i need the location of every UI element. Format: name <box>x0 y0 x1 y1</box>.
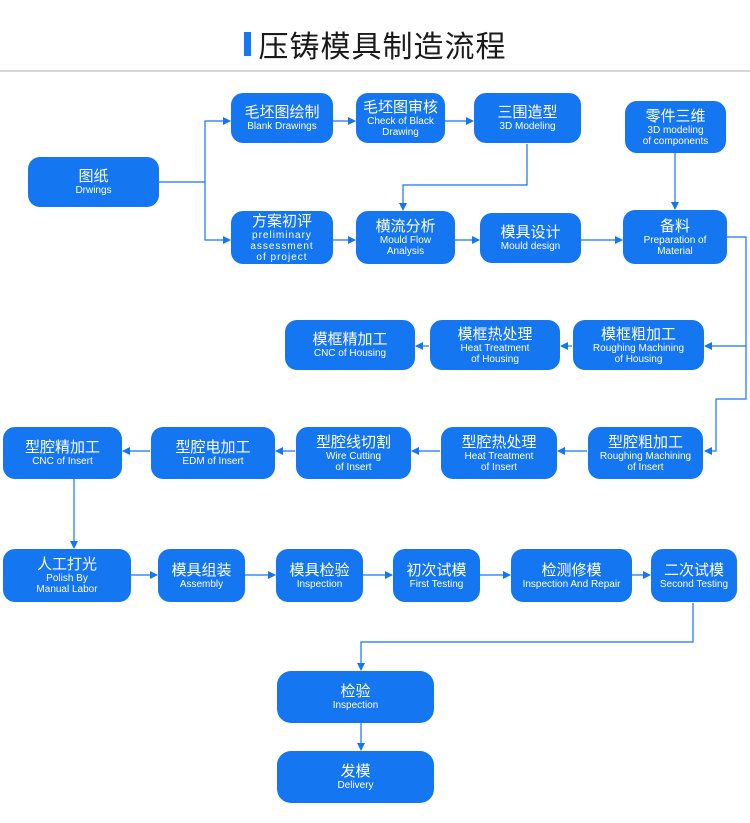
node-housing-heat: 模框热处理 Heat Treatment of Housing <box>430 320 560 370</box>
node-assembly: 模具组装 Assembly <box>158 549 245 602</box>
node-assembly-zh: 模具组装 <box>171 560 232 579</box>
arrow-housing-to-insert <box>704 346 747 455</box>
node-mould-inspection: 模具检验 Inspection <box>276 549 363 602</box>
node-delivery-en: Delivery <box>337 780 374 791</box>
node-check-black: 毛坯图审核 Check of Black Drawing <box>356 93 445 143</box>
node-mould-flow-en: Mould Flow Analysis <box>379 235 432 257</box>
node-preparation-en: Preparation of Material <box>643 234 707 257</box>
node-wire-cutting: 型腔线切割 Wire Cutting of Insert <box>296 427 411 479</box>
node-insert-heat: 型腔热处理 Heat Treatment of Insert <box>441 427 557 479</box>
node-preparation: 备料 Preparation of Material <box>623 210 727 264</box>
node-drawings: 图纸 Drwings <box>28 157 159 207</box>
node-insert-cnc-zh: 型腔精加工 <box>24 438 100 456</box>
node-drawings-zh: 图纸 <box>78 167 109 185</box>
node-first-testing-en: First Testing <box>409 578 464 590</box>
node-final-inspection-en: Inspection <box>332 700 379 711</box>
node-preliminary-zh: 方案初评 <box>251 211 312 230</box>
node-second-testing: 二次试模 Second Testing <box>651 549 737 602</box>
node-polish-en: Polish By Manual Labor <box>36 573 98 595</box>
node-housing-cnc: 模框精加工 CNC of Housing <box>285 320 415 370</box>
node-mould-design-zh: 模具设计 <box>500 223 561 241</box>
node-preliminary: 方案初评 preliminary assessment of project <box>231 211 333 264</box>
arrow-drawings-to-blank <box>204 117 231 182</box>
node-housing-roughing-zh: 模框粗加工 <box>600 324 676 343</box>
arrow-second-to-final <box>357 603 694 671</box>
node-blank-drawings-zh: 毛坯图绘制 <box>244 103 320 121</box>
node-housing-heat-zh: 模框热处理 <box>457 324 533 343</box>
node-insert-heat-en: Heat Treatment of Insert <box>464 450 534 473</box>
node-delivery: 发模 Delivery <box>277 751 434 803</box>
node-housing-roughing: 模框粗加工 Roughing Machining of Housing <box>573 320 704 370</box>
node-inspection-repair-en: Inspection And Repair <box>522 578 621 590</box>
node-housing-cnc-en: CNC of Housing <box>313 348 387 359</box>
node-insert-roughing-en: Roughing Machining of Insert <box>599 450 692 473</box>
node-housing-roughing-en: Roughing Machining of Housing <box>592 342 685 365</box>
node-3d-modeling-zh: 三围造型 <box>497 103 558 121</box>
title-bar: 压铸模具制造流程 <box>0 22 750 66</box>
node-3d-modeling: 三围造型 3D Modeling <box>474 93 581 143</box>
node-inspection-repair: 检测修模 Inspection And Repair <box>511 549 632 602</box>
node-blank-drawings: 毛坯图绘制 Blank Drawings <box>231 93 333 143</box>
node-first-testing: 初次试模 First Testing <box>393 549 480 602</box>
node-first-testing-zh: 初次试模 <box>406 560 467 579</box>
node-second-testing-zh: 二次试模 <box>663 560 724 579</box>
page-title: 压铸模具制造流程 <box>243 22 507 66</box>
node-preparation-zh: 备料 <box>659 216 690 235</box>
node-second-testing-en: Second Testing <box>659 578 729 590</box>
node-housing-heat-en: Heat Treatment of Housing <box>460 342 530 365</box>
node-wire-cutting-zh: 型腔线切割 <box>315 432 391 451</box>
node-insert-cnc: 型腔精加工 CNC of Insert <box>3 427 122 479</box>
node-mould-design-en: Mould design <box>500 241 561 252</box>
node-3d-modeling-en: 3D Modeling <box>499 121 556 132</box>
node-drawings-en: Drwings <box>75 185 112 196</box>
node-preliminary-en: preliminary assessment of project <box>250 229 314 263</box>
node-mould-design: 模具设计 Mould design <box>480 213 581 263</box>
arrow-drawings-to-preliminary <box>204 182 231 244</box>
node-edm-zh: 型腔电加工 <box>175 438 251 456</box>
node-check-black-en: Check of Black Drawing <box>367 115 434 138</box>
node-polish-zh: 人工打光 <box>36 555 97 573</box>
title-accent-bar <box>243 32 251 56</box>
node-delivery-zh: 发模 <box>340 762 371 780</box>
node-final-inspection-zh: 检验 <box>340 682 371 700</box>
node-housing-cnc-zh: 模框精加工 <box>312 330 388 348</box>
node-edm: 型腔电加工 EDM of Insert <box>151 427 275 479</box>
node-3d-components-en: 3D modeling of components <box>642 124 709 147</box>
node-mould-inspection-zh: 模具检验 <box>289 560 350 579</box>
node-insert-cnc-en: CNC of Insert <box>32 456 93 467</box>
node-mould-flow-zh: 横流分析 <box>375 217 436 235</box>
node-assembly-en: Assembly <box>179 578 224 590</box>
node-insert-roughing: 型腔粗加工 Roughing Machining of Insert <box>588 427 703 479</box>
arrow-preparation-to-housing <box>704 236 747 350</box>
node-final-inspection: 检验 Inspection <box>277 671 434 723</box>
node-edm-en: EDM of Insert <box>182 456 244 467</box>
node-inspection-repair-zh: 检测修模 <box>541 560 602 579</box>
node-mould-flow: 横流分析 Mould Flow Analysis <box>356 211 455 264</box>
title-divider <box>0 70 750 72</box>
node-insert-heat-zh: 型腔热处理 <box>461 432 537 451</box>
node-wire-cutting-en: Wire Cutting of Insert <box>325 450 381 473</box>
node-blank-drawings-en: Blank Drawings <box>247 121 317 132</box>
node-polish: 人工打光 Polish By Manual Labor <box>3 549 131 602</box>
arrow-3d-to-mouldflow <box>399 144 528 211</box>
node-mould-inspection-en: Inspection <box>296 578 343 590</box>
node-3d-components-zh: 零件三维 <box>645 106 706 125</box>
node-check-black-zh: 毛坯图审核 <box>362 97 438 116</box>
page-title-text: 压铸模具制造流程 <box>258 30 507 65</box>
node-insert-roughing-zh: 型腔粗加工 <box>607 432 683 451</box>
node-3d-components: 零件三维 3D modeling of components <box>625 101 726 153</box>
